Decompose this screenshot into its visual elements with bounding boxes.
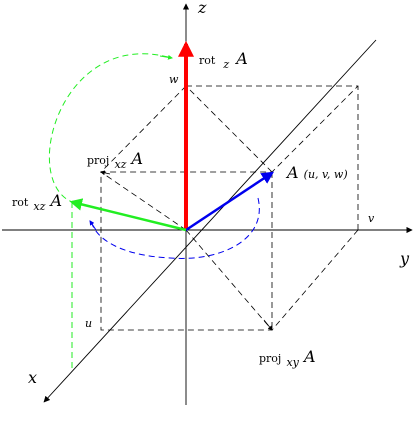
rot-xz-label: rot xz A [12, 191, 62, 214]
dashed-frame [100, 85, 359, 331]
rot-z-label: rot z A [199, 49, 248, 72]
rotation-arc-green [48, 53, 169, 368]
proj-xy-arrowhead [263, 319, 273, 331]
rotation-arc-blue-arrowhead [89, 220, 97, 231]
x-axis-label: x [28, 368, 37, 387]
y-axis-label: y [399, 249, 410, 268]
x-axis-line [43, 39, 377, 403]
proj-xz-label: proj xz A [87, 149, 143, 172]
proj-xy-label: proj xy A [259, 347, 316, 370]
z-axis-label: z [197, 0, 207, 17]
rotation-arc-blue [91, 197, 260, 259]
rotation-arc-green-arrowhead [159, 54, 173, 60]
u-mark: u [85, 317, 92, 330]
point-a-label: A (u, v, w) [285, 163, 348, 182]
proj-xz-arrowhead [100, 170, 111, 176]
w-mark: w [169, 73, 179, 86]
v-mark: v [368, 212, 375, 225]
rot-xz-vector [69, 198, 187, 232]
vector-a [185, 171, 275, 232]
